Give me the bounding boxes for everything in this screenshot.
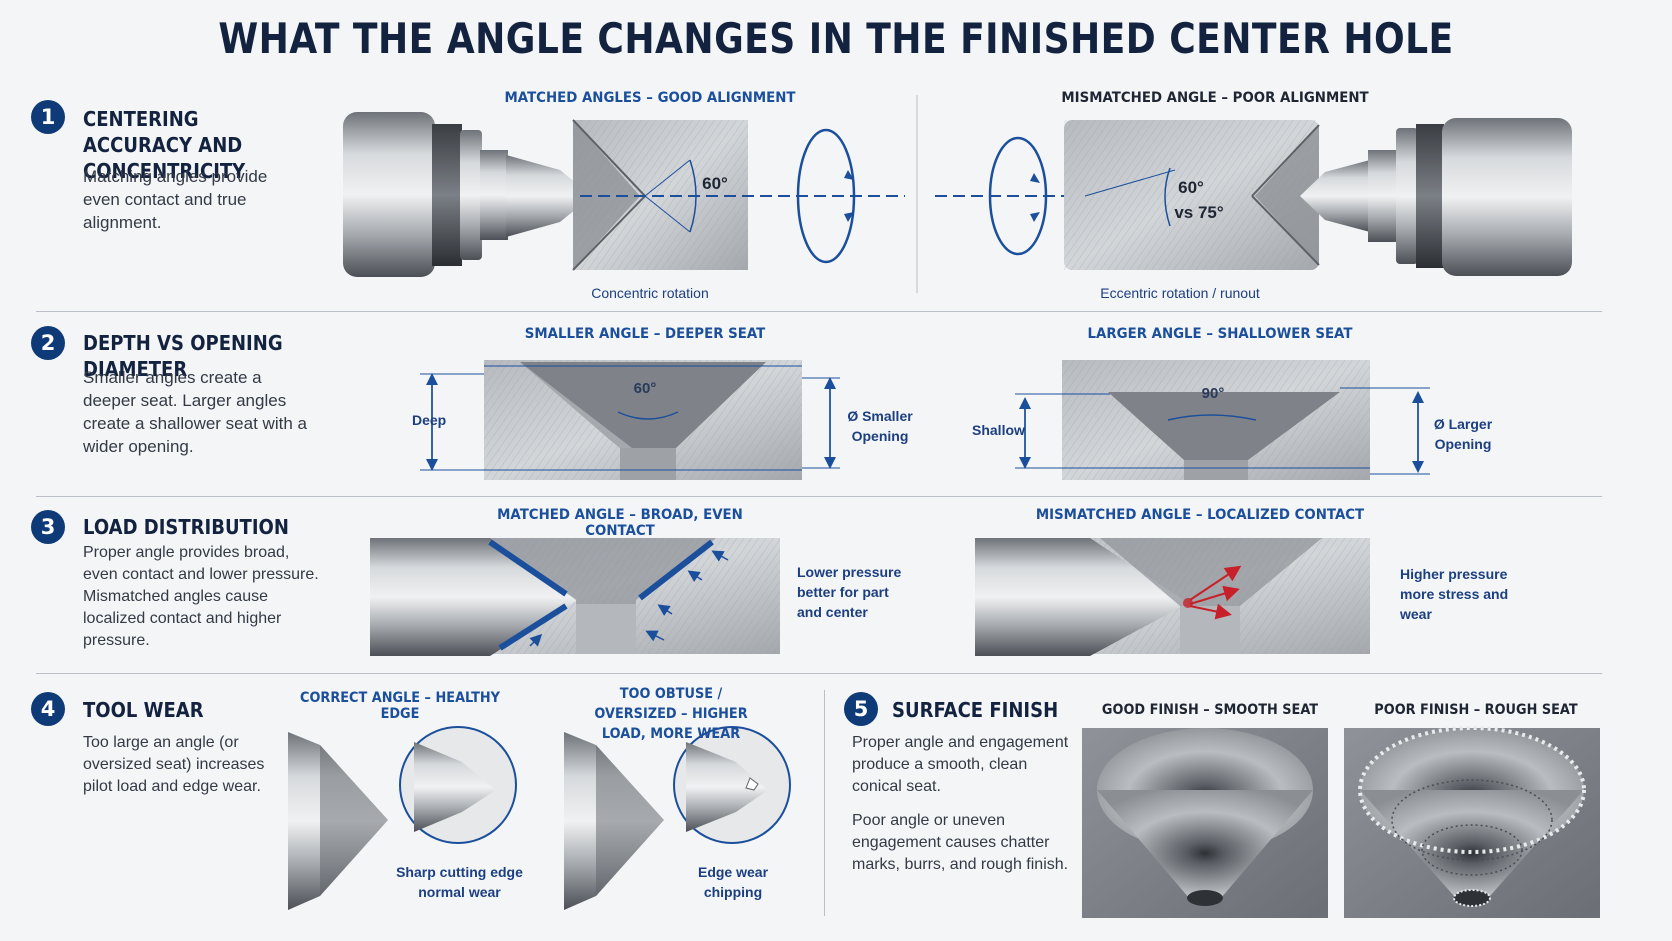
- divider-2: [36, 496, 1602, 497]
- section3-number-badge: 3: [31, 510, 65, 544]
- section4-left-note: Sharp cutting edge normal wear: [396, 864, 523, 900]
- section1-right-caption: MISMATCHED ANGLE – POOR ALIGNMENT: [1061, 90, 1369, 106]
- divider-3: [36, 673, 1602, 674]
- section3-left-note: Lower pressure better for part and cente…: [797, 564, 902, 620]
- page-title: WHAT THE ANGLE CHANGES IN THE FINISHED C…: [218, 14, 1454, 63]
- section1-right-angle-1: 60°: [1178, 178, 1204, 197]
- section2-left-illustration: [420, 360, 840, 480]
- section4-left-illustration: [288, 726, 517, 910]
- section4-left-caption: CORRECT ANGLE – HEALTHY EDGE: [299, 690, 501, 722]
- section2-left-depth: Deep: [412, 412, 447, 428]
- section1-right-angle-2: vs 75°: [1174, 203, 1224, 222]
- section4-title: TOOL WEAR: [83, 698, 204, 722]
- section5-right-illustration: [1344, 726, 1600, 918]
- section5-description-2: Poor angle or uneven engagement causes c…: [852, 812, 1069, 873]
- section5-number-badge: 5: [844, 692, 878, 726]
- section3-description: Proper angle provides broad, even contac…: [83, 544, 319, 649]
- section1-left-illustration: [343, 112, 905, 277]
- section5-left-caption: GOOD FINISH – SMOOTH SEAT: [1101, 702, 1319, 718]
- section3-left-caption: MATCHED ANGLE – BROAD, EVEN CONTACT: [497, 507, 743, 539]
- section2-left-caption: SMALLER ANGLE – DEEPER SEAT: [524, 326, 766, 342]
- section1-left-note: Concentric rotation: [591, 285, 709, 301]
- section2-right-depth: Shallow: [972, 422, 1025, 438]
- section3-right-illustration: [975, 538, 1370, 656]
- section4-description: Too large an angle (or oversized seat) i…: [83, 734, 265, 795]
- section5-title: SURFACE FINISH: [892, 698, 1059, 722]
- section5-right-caption: POOR FINISH – ROUGH SEAT: [1374, 702, 1578, 718]
- section2-right-illustration: [1015, 360, 1430, 480]
- section2-title: DEPTH VS OPENING DIAMETER: [83, 331, 283, 381]
- section1-left-angle: 60°: [702, 174, 728, 193]
- section2-description: Smaller angles create a deeper seat. Lar…: [83, 368, 307, 456]
- section5-description-1: Proper angle and engagement produce a sm…: [852, 734, 1069, 795]
- section2-number-badge: 2: [31, 326, 65, 360]
- section3-right-note: Higher pressure more stress and wear: [1400, 566, 1509, 622]
- section2-right-opening: Ø Larger Opening: [1433, 416, 1493, 452]
- divider-1: [36, 311, 1602, 312]
- section1-description: Matching angles provide even contact and…: [83, 167, 268, 232]
- section3-right-caption: MISMATCHED ANGLE – LOCALIZED CONTACT: [1035, 507, 1365, 523]
- section4-right-note: Edge wear chipping: [697, 864, 769, 900]
- section3-left-illustration: [370, 538, 780, 656]
- section2-left-opening: Ø Smaller Opening: [847, 408, 913, 444]
- section1-right-note: Eccentric rotation / runout: [1100, 285, 1260, 301]
- section4-right-caption: TOO OBTUSE / OVERSIZED – HIGHER LOAD, MO…: [594, 686, 748, 742]
- section1-title: CENTERING ACCURACY AND CONCENTRICITY: [83, 107, 246, 183]
- section2-right-angle: 90°: [1201, 385, 1225, 402]
- section2-right-caption: LARGER ANGLE – SHALLOWER SEAT: [1087, 326, 1353, 342]
- section1-number-badge: 1: [31, 100, 65, 134]
- section4-number-badge: 4: [31, 692, 65, 726]
- section2-left-angle: 60°: [633, 380, 657, 397]
- section4-right-illustration: [564, 726, 791, 910]
- section5-left-illustration: [1082, 728, 1328, 918]
- section1-left-caption: MATCHED ANGLES – GOOD ALIGNMENT: [504, 90, 796, 106]
- section3-title: LOAD DISTRIBUTION: [83, 515, 289, 539]
- section4-5-divider: [824, 690, 825, 916]
- section1-right-illustration: [935, 118, 1572, 276]
